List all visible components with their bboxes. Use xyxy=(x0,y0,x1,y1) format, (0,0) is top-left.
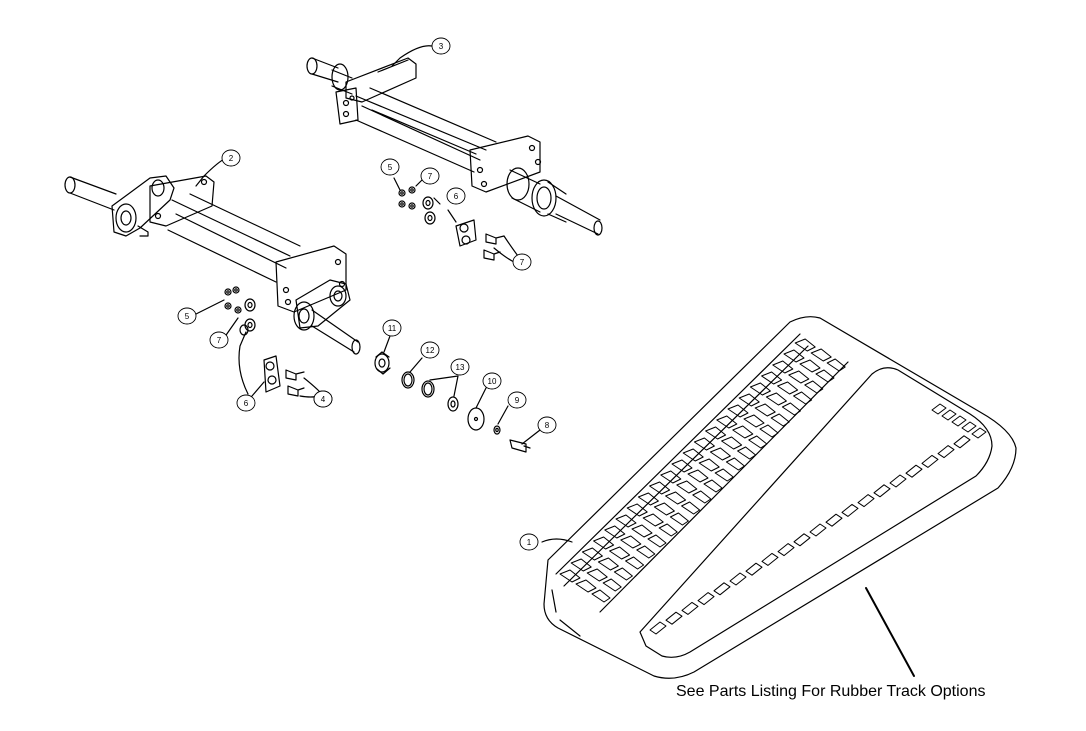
callout-c4b: 4 xyxy=(313,390,333,408)
callout-c9: 9 xyxy=(507,391,527,409)
tread-lug xyxy=(749,382,801,416)
callout-c1: 1 xyxy=(519,533,539,551)
tread-lug xyxy=(705,426,757,460)
callout-label: 5 xyxy=(388,163,393,172)
drive-lugs xyxy=(649,403,987,635)
callout-label: 10 xyxy=(488,377,497,386)
tread-lug xyxy=(593,536,645,570)
tread-lug xyxy=(727,404,779,438)
drive-lug xyxy=(873,484,891,498)
tread-lug xyxy=(794,338,846,372)
callout-c14: 7 xyxy=(512,253,532,271)
drive-lug xyxy=(681,601,699,615)
tread-lug xyxy=(783,349,835,383)
drive-lug xyxy=(713,582,731,596)
callout-label: 12 xyxy=(426,346,435,355)
tread-lug xyxy=(649,481,701,515)
drive-lug xyxy=(841,503,859,517)
drive-lug xyxy=(889,474,907,488)
callout-label: 8 xyxy=(545,421,550,430)
callout-label: 13 xyxy=(456,363,465,372)
tread-lug xyxy=(671,459,723,493)
drive-lug xyxy=(825,513,843,527)
drive-lug xyxy=(793,533,811,547)
callout-c6b: 6 xyxy=(446,187,466,205)
drive-lug xyxy=(905,464,923,478)
drive-lug xyxy=(777,543,795,557)
tread-lug xyxy=(738,393,790,427)
callout-label: 2 xyxy=(229,154,234,163)
tread-lug xyxy=(682,448,734,482)
rubber-track xyxy=(541,316,1017,679)
tread-lug xyxy=(772,360,824,394)
callout-label: 3 xyxy=(439,42,444,51)
tread-lug xyxy=(570,558,622,592)
drive-lug xyxy=(857,494,875,508)
callout-c2: 2 xyxy=(221,149,241,167)
drive-lug xyxy=(761,552,779,566)
callout-label: 7 xyxy=(217,336,222,345)
callout-label: 6 xyxy=(454,192,459,201)
tread-lug xyxy=(626,503,678,537)
callout-c5a: 5 xyxy=(177,307,197,325)
callout-c11: 11 xyxy=(382,319,402,337)
callout-c12: 12 xyxy=(420,341,440,359)
hub-stack xyxy=(374,335,541,453)
callout-label: 7 xyxy=(428,172,433,181)
drive-lug xyxy=(649,621,667,635)
upper-axle-assembly xyxy=(306,45,603,236)
lower-axle-assembly xyxy=(64,157,361,355)
drive-lug xyxy=(921,454,939,468)
drive-lug xyxy=(729,572,747,586)
callout-c7a: 7 xyxy=(209,331,229,349)
callout-label: 7 xyxy=(520,258,525,267)
drive-lug xyxy=(953,435,971,449)
drive-lug xyxy=(941,409,957,421)
parts-listing-note: See Parts Listing For Rubber Track Optio… xyxy=(676,683,986,700)
callout-label: 11 xyxy=(388,324,397,333)
callout-c6a: 6 xyxy=(236,394,256,412)
callout-label: 9 xyxy=(515,396,520,405)
drive-lug xyxy=(665,611,683,625)
callout-c10: 10 xyxy=(482,372,502,390)
callout-c13: 13 xyxy=(450,358,470,376)
callout-label: 6 xyxy=(244,399,249,408)
tread-lug xyxy=(559,569,611,603)
tread-lug xyxy=(604,525,656,559)
drive-lug xyxy=(951,415,967,427)
upper-hardware xyxy=(393,177,519,263)
drive-lug xyxy=(971,427,987,439)
callout-c3: 3 xyxy=(431,37,451,55)
callout-bubbles: 1234455667789101112137 xyxy=(177,37,557,551)
callout-c7b: 7 xyxy=(420,167,440,185)
drive-lug xyxy=(931,403,947,415)
tread-lug xyxy=(716,415,768,449)
callout-label: 4 xyxy=(321,395,326,404)
callout-label: 5 xyxy=(185,312,190,321)
tread-lug xyxy=(637,492,689,526)
drive-lug xyxy=(697,592,715,606)
tread-lug xyxy=(581,547,633,581)
tread-lug xyxy=(660,470,712,504)
drive-lug xyxy=(961,421,977,433)
tread-lug xyxy=(615,514,667,548)
drive-lug xyxy=(745,562,763,576)
callout-label: 1 xyxy=(527,538,532,547)
tread-lug xyxy=(693,437,745,471)
drive-lug xyxy=(937,445,955,459)
drive-lug xyxy=(809,523,827,537)
callout-c5b: 5 xyxy=(380,158,400,176)
tread-lugs xyxy=(559,338,846,603)
tread-lug xyxy=(761,371,813,405)
callout-c8: 8 xyxy=(537,416,557,434)
